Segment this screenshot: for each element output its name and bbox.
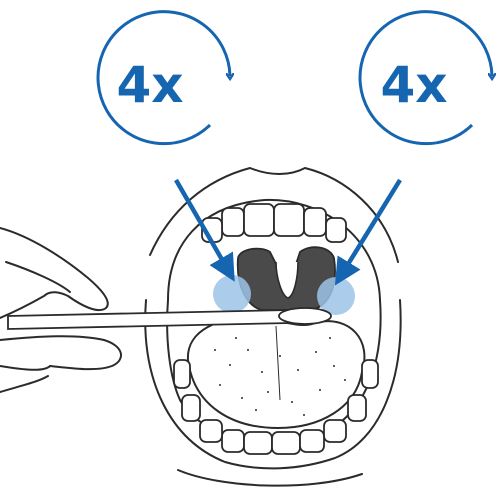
chin-line [178, 470, 362, 486]
count-label-right: 4x [380, 56, 447, 114]
tongue [188, 318, 365, 428]
count-label-left: 4x [116, 56, 183, 114]
left-tonsil-target [213, 275, 251, 313]
upper-teeth [202, 204, 346, 242]
hand [0, 228, 121, 392]
repeat-counter-left: 4x [98, 12, 230, 144]
swab-tip [279, 308, 331, 324]
repeat-counter-right: 4x [360, 12, 492, 144]
